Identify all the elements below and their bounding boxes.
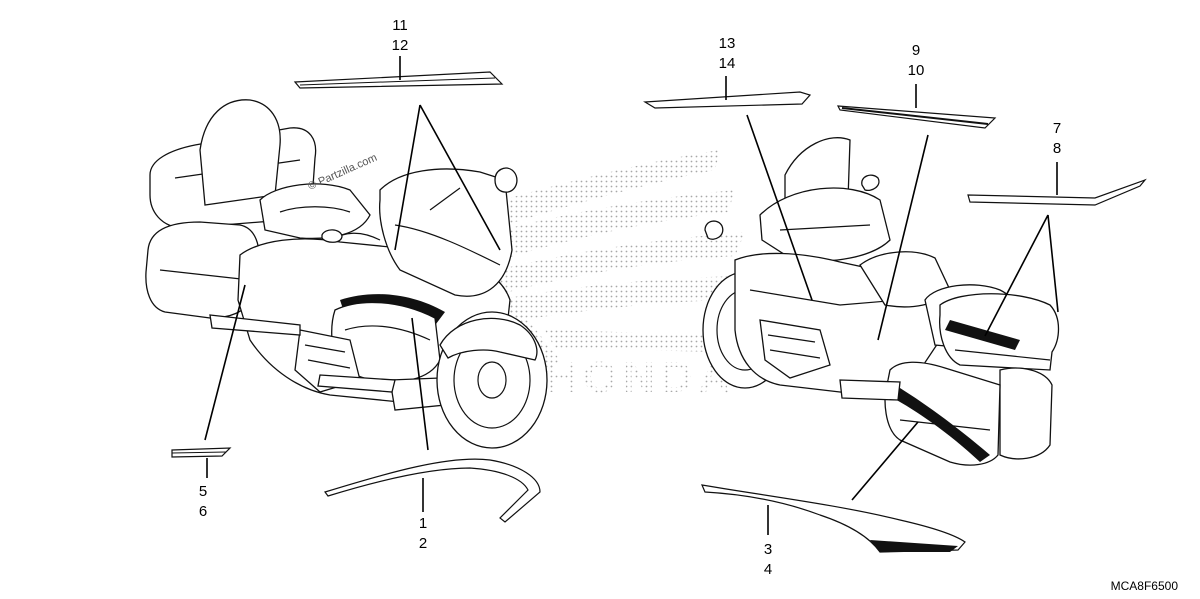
callout-6: 6 [199,503,207,520]
diagram-code: MCA8F6500 [1111,579,1179,593]
callout-11: 11 [392,17,408,34]
watermark-text: © Partzilla.com [306,152,379,193]
callout-14: 14 [719,55,736,72]
stripe-part-9-10 [836,105,997,129]
leader-lines [204,56,1059,535]
callout-2: 2 [419,535,427,552]
callout-9: 9 [912,42,920,59]
stripe-part-1-2 [324,458,541,523]
stripe-part-3-4 [701,484,966,553]
callout-8: 8 [1053,140,1061,157]
stripe-part-11-12 [293,71,504,89]
callout-1: 1 [419,515,427,532]
stripe-part-5-6 [171,447,232,458]
motorcycle-right-view-icon [702,137,1060,466]
stripe-part-13-14 [643,91,812,109]
callout-5: 5 [199,483,207,500]
motorcycle-left-view-icon [145,99,548,449]
callout-7: 7 [1053,120,1061,137]
callout-4: 4 [764,561,772,578]
callout-3: 3 [764,541,772,558]
honda-logo-text: HONDA [545,353,736,402]
callout-10: 10 [908,62,925,79]
callout-12: 12 [392,37,409,54]
stripe-part-7-8 [967,178,1147,206]
callout-13: 13 [719,35,736,52]
callout-labels: 11 12 13 14 9 10 7 8 5 6 1 2 3 4 [199,17,1061,578]
